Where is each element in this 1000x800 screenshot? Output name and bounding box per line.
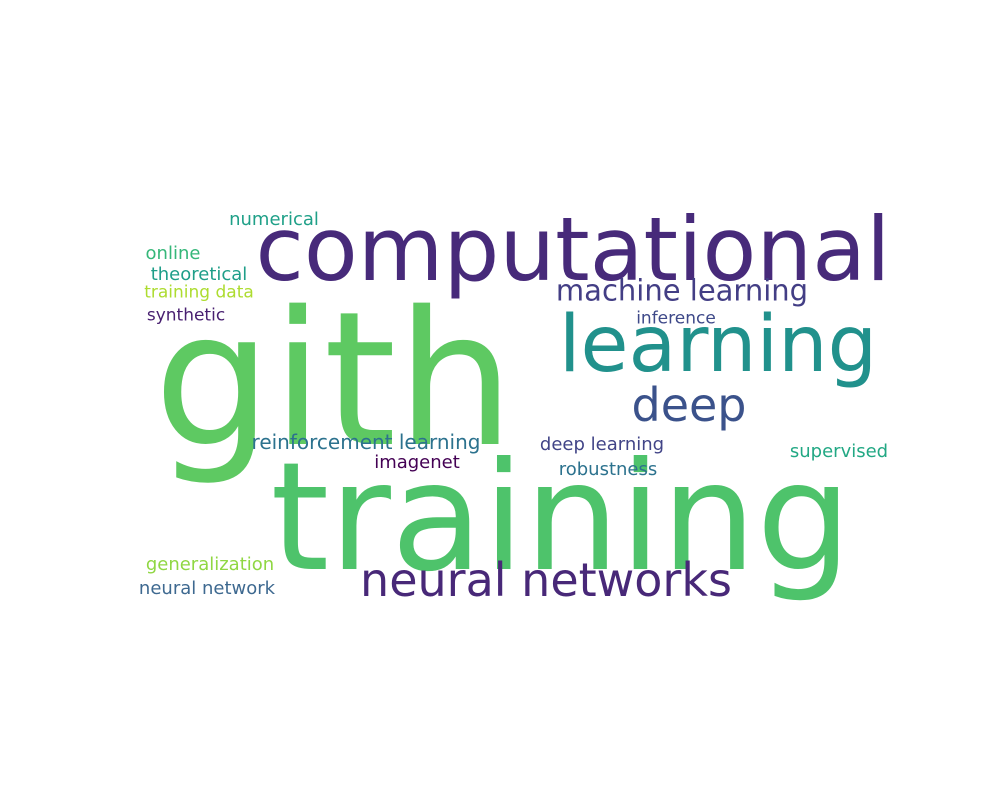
word-reinforcement-learning: reinforcement learning: [251, 430, 481, 454]
word-computational: computational: [255, 198, 891, 301]
word-deep: deep: [631, 378, 747, 432]
word-imagenet: imagenet: [374, 452, 460, 473]
word-learning: learning: [558, 300, 878, 390]
word-generalization: generalization: [145, 554, 275, 575]
word-inference: inference: [636, 308, 716, 329]
word-numerical: numerical: [229, 209, 319, 230]
word-supervised: supervised: [789, 441, 889, 462]
word-gith: gith: [153, 271, 515, 488]
word-online: online: [145, 243, 201, 264]
word-neural-network: neural network: [138, 578, 276, 599]
word-machine-learning: machine learning: [555, 273, 809, 308]
word-training-data: training data: [144, 282, 254, 303]
word-theoretical: theoretical: [150, 264, 248, 285]
word-training: training: [270, 431, 852, 605]
word-synthetic: synthetic: [146, 305, 226, 326]
word-neural-networks: neural networks: [360, 553, 732, 607]
word-deep-learning: deep learning: [539, 434, 665, 455]
word-robustness: robustness: [558, 459, 658, 480]
